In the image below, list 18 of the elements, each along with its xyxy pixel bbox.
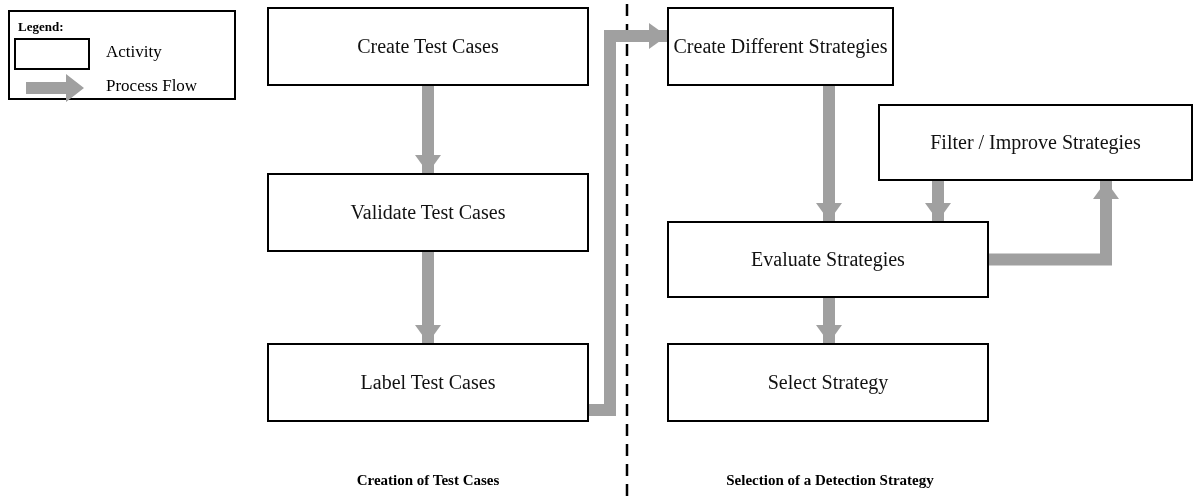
activity-box: Select Strategy	[667, 343, 989, 422]
activity-box: Create Different Strategies	[667, 7, 894, 86]
legend-title: Legend:	[18, 19, 64, 35]
process-flow-arrow	[816, 86, 842, 221]
activity-box: Create Test Cases	[267, 7, 589, 86]
process-flow-arrow	[925, 181, 951, 221]
activity-box: Validate Test Cases	[267, 173, 589, 252]
section-caption: Selection of a Detection Strategy	[726, 472, 934, 489]
activity-box: Label Test Cases	[267, 343, 589, 422]
process-flow-arrow	[989, 181, 1119, 266]
process-flow-arrow	[816, 298, 842, 343]
activity-box: Filter / Improve Strategies	[878, 104, 1193, 181]
process-flow-arrow	[589, 23, 667, 416]
legend-label: Process Flow	[106, 76, 198, 96]
legend-label: Activity	[106, 42, 162, 62]
activity-box: Evaluate Strategies	[667, 221, 989, 298]
process-flow-arrow	[415, 252, 441, 343]
process-flow-arrow	[415, 86, 441, 173]
